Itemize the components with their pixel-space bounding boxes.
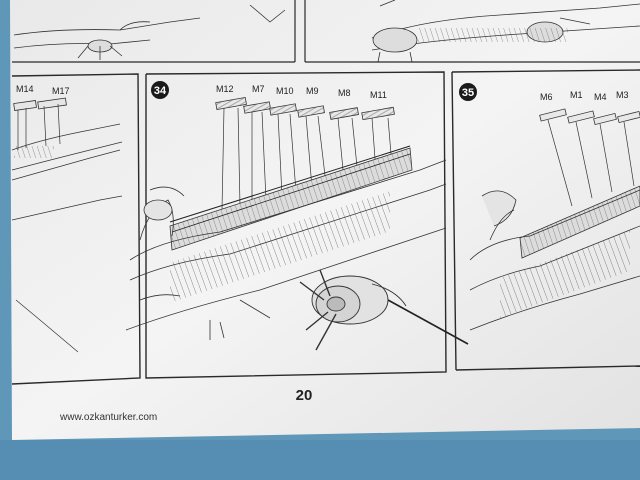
part-label-m9: M9 (306, 86, 319, 96)
part-label-m1: M1 (570, 90, 583, 100)
part-label-m14: M14 (16, 84, 34, 94)
top-right-aircraft-fragment (371, 0, 640, 63)
part-m1 (567, 110, 595, 124)
part-label-m8: M8 (338, 88, 351, 98)
step-34-badge (151, 81, 169, 99)
part-label-m11: M11 (370, 90, 387, 100)
top-panels (12, 0, 640, 63)
part-label-m7: M7 (252, 84, 265, 94)
part-m17-frame (37, 97, 67, 110)
step-35-panel: 35 M6 M1 M4 M3 (451, 69, 640, 371)
part-label-m6: M6 (540, 92, 553, 102)
part-m4 (593, 112, 617, 126)
engine-nacelle (299, 269, 469, 351)
step-35-number: 35 (462, 87, 474, 99)
left-panel: M14 M17 (11, 73, 141, 385)
top-left-aircraft-fragment (13, 4, 286, 60)
part-m14-frame (13, 100, 37, 111)
fuselage-body (125, 159, 447, 340)
page-number: 20 (296, 387, 313, 404)
part-label-m12: M12 (216, 84, 234, 94)
part-m6 (539, 108, 567, 122)
part-label-m3: M3 (616, 90, 629, 100)
step-35-badge (459, 83, 477, 101)
watermark-text: www.ozkanturker.com (59, 412, 157, 423)
part-label-m17: M17 (52, 86, 70, 96)
part-label-m4: M4 (594, 92, 607, 102)
step-34-number: 34 (154, 85, 167, 97)
step-34-panel: 34 M12 M7 M10 M9 M8 M11 (125, 71, 469, 379)
right-fuselage (469, 185, 640, 331)
part-label-m10: M10 (276, 86, 294, 96)
